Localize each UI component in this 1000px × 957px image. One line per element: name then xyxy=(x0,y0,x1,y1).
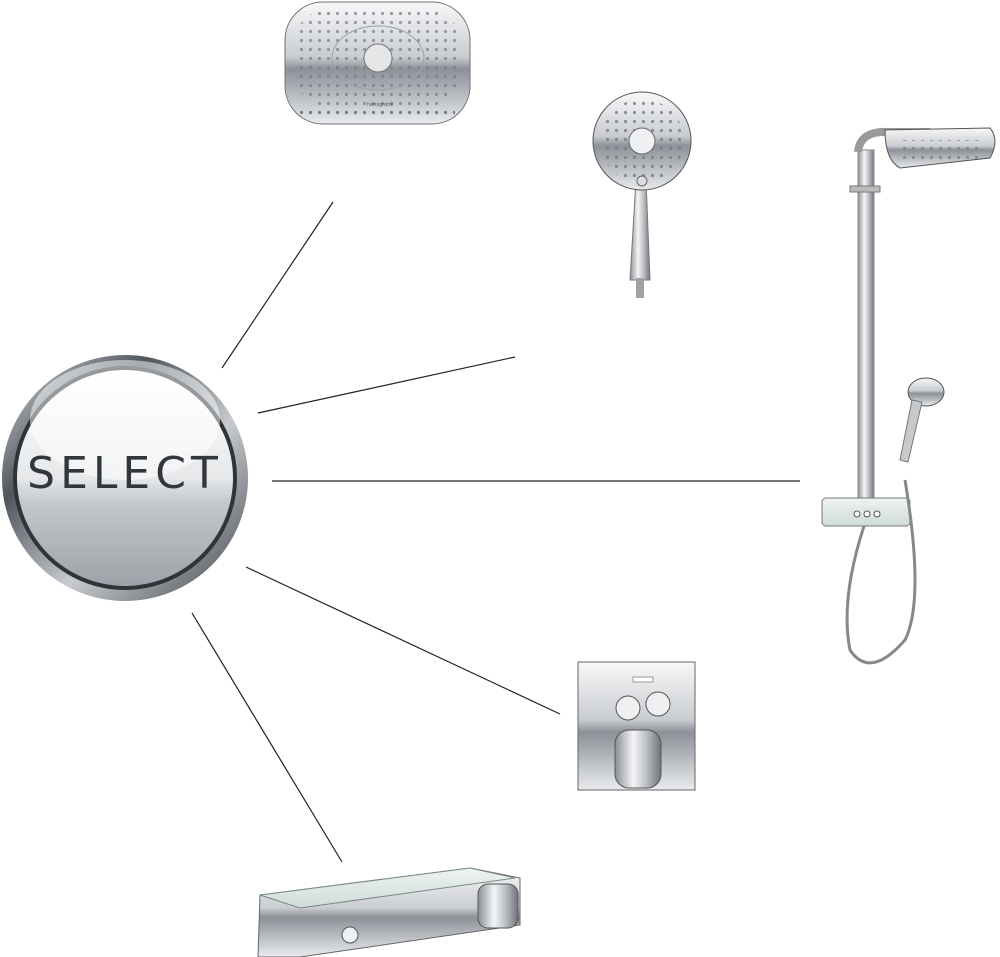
connector-hand-shower xyxy=(257,356,516,414)
connector-bath-thermostat xyxy=(191,612,343,863)
connector-overhead-shower xyxy=(221,201,334,369)
bath-thermostat-image[interactable] xyxy=(257,867,521,957)
select-button-label: SELECT xyxy=(27,448,223,499)
brand-logo: hansgrohe xyxy=(367,102,393,108)
concealed-thermostat-image[interactable] xyxy=(577,661,696,791)
select-button[interactable] xyxy=(2,355,248,601)
hand-shower-image[interactable] xyxy=(592,91,692,298)
connector-lines xyxy=(191,201,800,863)
shower-column-image[interactable] xyxy=(821,127,996,665)
overhead-shower-image[interactable]: hansgrohe xyxy=(284,1,471,125)
connector-concealed-thermostat xyxy=(245,566,561,715)
